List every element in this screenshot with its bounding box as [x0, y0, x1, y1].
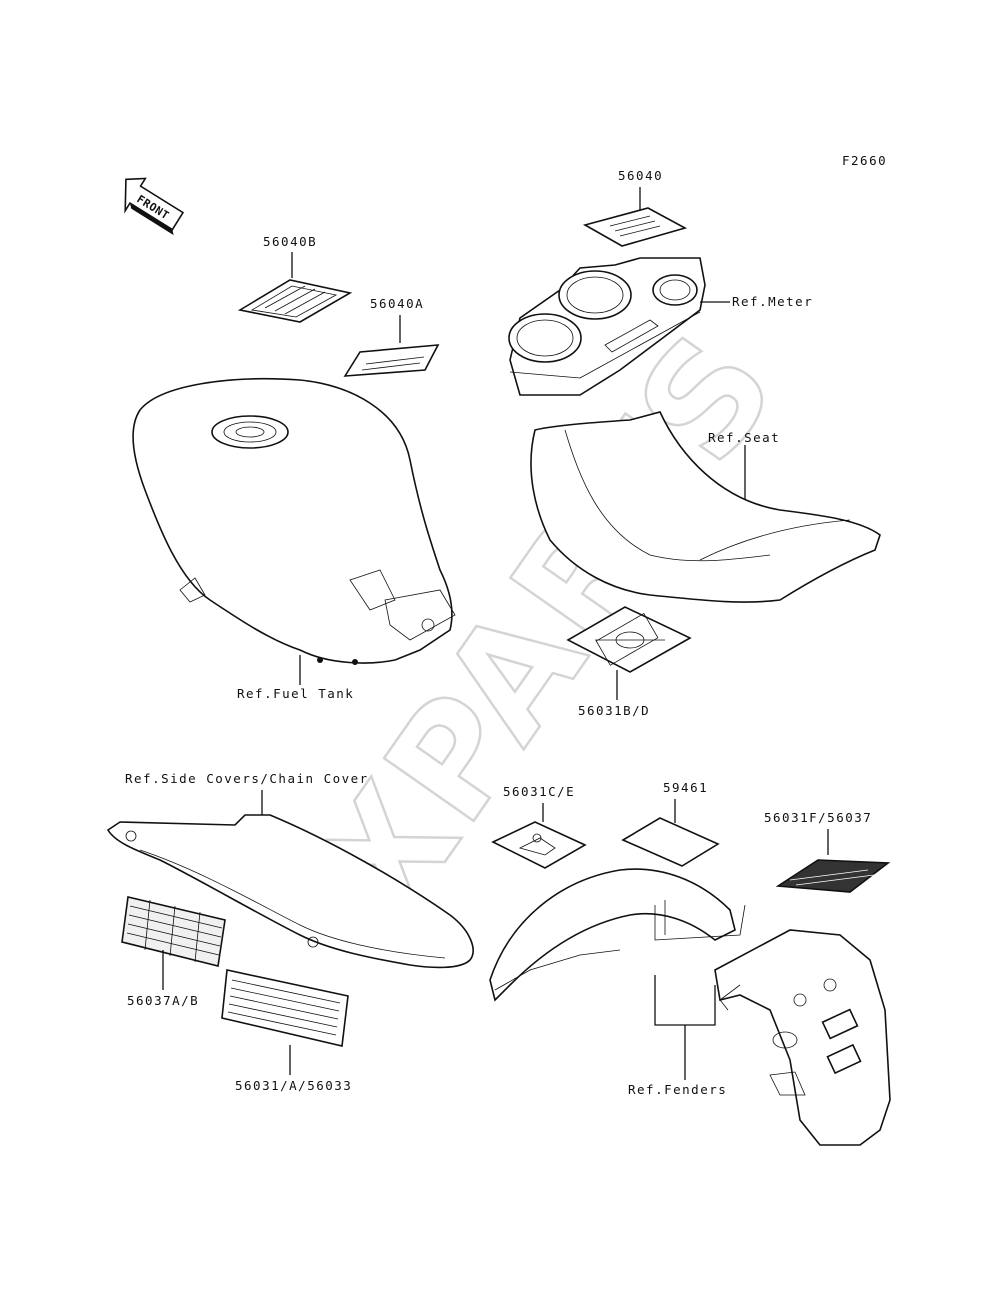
- label-56031c-e: 56031C/E: [503, 784, 575, 799]
- label-56031-a-56033: 56031/A/56033: [235, 1078, 352, 1093]
- label-ref-fuel-tank: Ref.Fuel Tank: [237, 686, 354, 701]
- label-56037a-b: 56037A/B: [127, 993, 199, 1008]
- label-ref-side-covers: Ref.Side Covers/Chain Cover: [125, 771, 369, 786]
- decal-56037a-b: [121, 896, 226, 967]
- label-ref-fenders: Ref.Fenders: [628, 1082, 727, 1097]
- decal-56040: [582, 207, 688, 247]
- decal-56031f-56037: [775, 859, 891, 893]
- chain-cover: [106, 814, 474, 969]
- seat: [530, 411, 881, 603]
- decal-56040a: [343, 344, 440, 377]
- label-56031b-d: 56031B/D: [578, 703, 650, 718]
- decal-56031c-e: [491, 821, 587, 869]
- decal-56031-a-56033: [221, 969, 349, 1047]
- label-56040a: 56040A: [370, 296, 424, 311]
- label-56040b: 56040B: [263, 234, 317, 249]
- front-arrow-icon: FRONT: [124, 177, 185, 236]
- decal-59461: [621, 817, 720, 867]
- label-59461: 59461: [663, 780, 708, 795]
- decal-56040b: [237, 279, 353, 323]
- label-56040: 56040: [618, 168, 663, 183]
- label-ref-seat: Ref.Seat: [708, 430, 780, 445]
- decal-56031b-d: [566, 606, 692, 673]
- diagram-id: F2660: [842, 153, 887, 168]
- meter-assembly: [508, 257, 706, 396]
- front-fender: [489, 868, 746, 1002]
- fuel-tank: [132, 377, 456, 665]
- label-ref-meter: Ref.Meter: [732, 294, 813, 309]
- rear-fender: [714, 929, 891, 1146]
- label-56031f-56037: 56031F/56037: [764, 810, 872, 825]
